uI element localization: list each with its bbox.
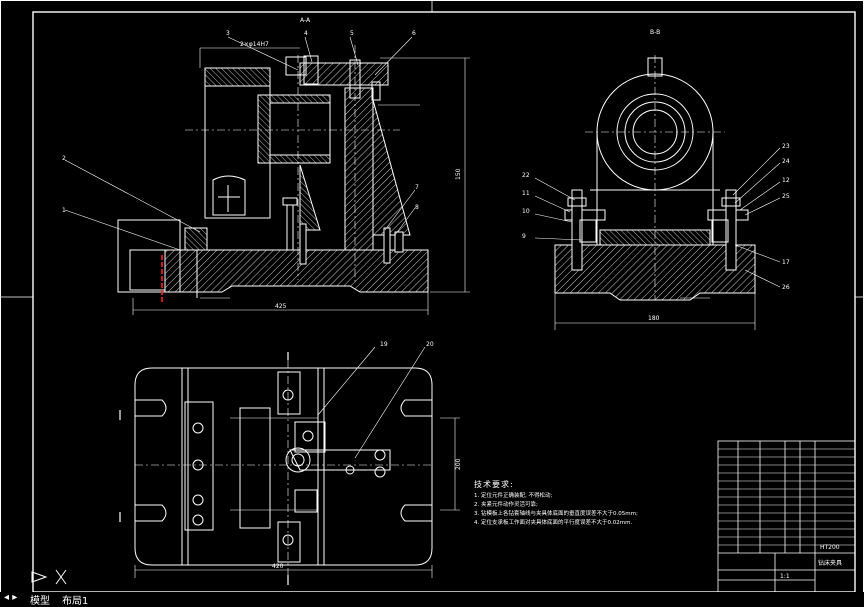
ucs-icon — [31, 569, 67, 585]
part-number: 23 — [782, 143, 790, 150]
part-number: 6 — [412, 30, 416, 37]
part-number: 11 — [522, 190, 530, 197]
part-number: 24 — [782, 158, 790, 165]
tab-nav-arrows[interactable]: ◂ ▸ — [4, 592, 18, 603]
part-number: 10 — [522, 208, 530, 215]
title-material: HT200 — [820, 544, 840, 551]
tech-req-note: 4. 定位支承板工作面对夹具体底面的平行度误差不大于0.02mm. — [474, 520, 633, 526]
part-number: 4 — [304, 30, 308, 37]
part-number: 5 — [350, 30, 354, 37]
title-drawing-name: 钻床夹具 — [818, 559, 842, 567]
front-height-dim: 150 — [455, 168, 462, 180]
front-width-dim: 425 — [275, 303, 287, 310]
side-width-dim: 180 — [648, 315, 660, 322]
part-number: 20 — [426, 341, 434, 348]
part-number: 26 — [782, 284, 790, 291]
plan-height-dim: 200 — [455, 458, 462, 470]
part-number: 17 — [782, 259, 790, 266]
title-block-rows — [718, 448, 855, 546]
part-number: 8 — [415, 204, 419, 211]
tab-layout1[interactable]: 布局1 — [62, 596, 89, 607]
plan-width-dim: 420 — [272, 563, 284, 570]
part-number: 19 — [380, 341, 388, 348]
tab-model[interactable]: 模型 — [30, 596, 50, 607]
tech-req-title: 技术要求: — [474, 480, 514, 489]
tech-req-note: 3. 钻模板上各钻套轴线与夹具体底面的垂直度误差不大于0.05mm; — [474, 511, 638, 517]
tech-req-note: 1. 定位元件正确装配, 不得松动; — [474, 493, 553, 499]
part-number: 25 — [782, 193, 790, 200]
part-number: 3 — [226, 30, 230, 37]
technical-requirements: 技术要求: 1. 定位元件正确装配, 不得松动; 2. 夹紧元件动作灵活可靠; … — [474, 479, 638, 528]
hole-dim: 2×φ14H7 — [240, 41, 269, 48]
side-section-view — [534, 55, 781, 330]
title-block — [717, 440, 856, 593]
part-number: 7 — [415, 184, 419, 191]
part-number: 12 — [782, 177, 790, 184]
tech-req-note: 2. 夹紧元件动作灵活可靠; — [474, 502, 538, 508]
layout-tab-bar: ◂ ▸ 模型 布局1 — [0, 592, 864, 607]
part-number: 22 — [522, 172, 530, 179]
plan-view — [119, 346, 460, 585]
side-view-label: B-B — [650, 29, 660, 36]
part-number: 9 — [522, 233, 526, 240]
part-number: 2 — [62, 155, 66, 162]
front-view-label: A-A — [300, 17, 311, 24]
title-scale: 1:1 — [780, 573, 790, 580]
part-number: 1 — [62, 207, 66, 214]
front-section-view — [64, 36, 470, 315]
